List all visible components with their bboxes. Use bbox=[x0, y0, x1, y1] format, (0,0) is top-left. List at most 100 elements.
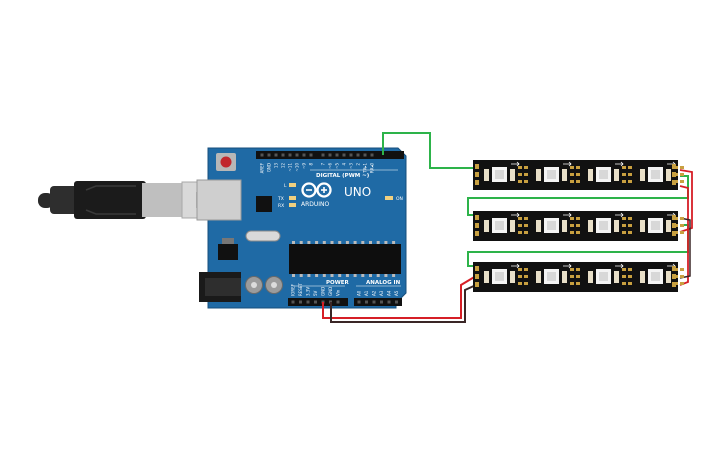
digital-pin-label: 13 bbox=[274, 163, 279, 169]
crystal-oscillator bbox=[245, 230, 281, 242]
header-hole[interactable] bbox=[380, 300, 383, 304]
header-hole[interactable] bbox=[281, 153, 285, 157]
strip-pad[interactable] bbox=[475, 172, 479, 177]
led-pixel bbox=[484, 161, 528, 183]
analog-pin-label: A1 bbox=[364, 290, 369, 296]
header-hole[interactable] bbox=[260, 153, 264, 157]
reset-button[interactable] bbox=[216, 153, 236, 171]
neopixel-strip[interactable] bbox=[473, 262, 684, 292]
header-hole[interactable] bbox=[370, 153, 374, 157]
chip-pin bbox=[392, 274, 396, 277]
strip-pad[interactable] bbox=[672, 164, 676, 169]
strip-pad[interactable] bbox=[475, 180, 479, 185]
analog-pin-label: A0 bbox=[357, 290, 362, 296]
strip-pad[interactable] bbox=[672, 180, 676, 185]
analog-header-label: ANALOG IN bbox=[366, 280, 401, 286]
header-hole[interactable] bbox=[288, 153, 292, 157]
header-hole[interactable] bbox=[314, 300, 317, 304]
ground-wire[interactable] bbox=[330, 284, 477, 323]
analog-pin-label: A2 bbox=[372, 290, 377, 296]
chip-pin bbox=[384, 274, 388, 277]
strip-pad[interactable] bbox=[475, 215, 479, 220]
digital-pin-label: RX◂0 bbox=[370, 163, 375, 174]
l-led-label: L bbox=[284, 183, 287, 189]
chain-data-wire-2[interactable] bbox=[467, 224, 689, 267]
digital-pin-label: 4 bbox=[342, 163, 347, 166]
strip-pad[interactable] bbox=[475, 266, 479, 271]
chip-pin bbox=[376, 274, 380, 277]
header-hole[interactable] bbox=[309, 153, 313, 157]
header-hole[interactable] bbox=[336, 300, 340, 304]
analog-header[interactable] bbox=[354, 298, 402, 306]
power-pin-label: 3.3V bbox=[306, 287, 311, 296]
chip-pin bbox=[330, 241, 334, 244]
digital-header[interactable] bbox=[256, 151, 404, 159]
led-pixel bbox=[484, 263, 528, 285]
header-hole[interactable] bbox=[357, 300, 361, 304]
chain-data-wire-1[interactable] bbox=[467, 175, 689, 216]
chip-pin bbox=[353, 274, 357, 277]
chip-pin bbox=[376, 241, 380, 244]
header-hole[interactable] bbox=[342, 153, 346, 157]
wires bbox=[322, 132, 693, 323]
chip-pin bbox=[392, 241, 396, 244]
header-hole[interactable] bbox=[306, 300, 310, 304]
header-hole[interactable] bbox=[387, 300, 391, 304]
header-hole[interactable] bbox=[274, 153, 278, 157]
power-jack bbox=[199, 272, 241, 302]
power-pin-label: IOREF bbox=[291, 283, 296, 296]
header-hole[interactable] bbox=[335, 153, 339, 157]
header-hole[interactable] bbox=[302, 153, 306, 157]
digital-pin-label: 8 bbox=[309, 163, 314, 166]
neopixel-strip[interactable] bbox=[473, 160, 684, 190]
strip-pad[interactable] bbox=[672, 231, 676, 236]
header-hole[interactable] bbox=[295, 153, 299, 157]
led-pixel bbox=[484, 212, 528, 234]
strip-pad[interactable] bbox=[475, 282, 479, 287]
led-pixel bbox=[588, 212, 632, 234]
strip-pad[interactable] bbox=[475, 223, 479, 228]
led-pixel bbox=[536, 212, 580, 234]
header-hole[interactable] bbox=[328, 153, 332, 157]
digital-pin-label: AREF bbox=[260, 162, 265, 173]
power-header[interactable] bbox=[288, 298, 348, 306]
strip-pad[interactable] bbox=[475, 231, 479, 236]
chain-power-wire-1[interactable] bbox=[679, 169, 693, 233]
digital-pin-label: ~3 bbox=[349, 163, 354, 169]
header-hole[interactable] bbox=[349, 153, 353, 157]
header-hole[interactable] bbox=[299, 300, 302, 304]
chain-ground-wire-1[interactable] bbox=[679, 217, 691, 279]
strip-pad[interactable] bbox=[672, 266, 676, 271]
chip-pin bbox=[330, 274, 334, 277]
data-wire[interactable] bbox=[382, 132, 478, 169]
chip-pin bbox=[292, 274, 295, 277]
capacitor-2 bbox=[265, 276, 283, 294]
header-hole[interactable] bbox=[267, 153, 271, 157]
strip-pad[interactable] bbox=[475, 274, 479, 279]
strip-pad[interactable] bbox=[672, 215, 676, 220]
header-hole[interactable] bbox=[365, 300, 368, 304]
header-hole[interactable] bbox=[356, 153, 360, 157]
header-hole[interactable] bbox=[395, 300, 398, 304]
header-hole[interactable] bbox=[363, 153, 367, 157]
header-hole[interactable] bbox=[321, 153, 325, 157]
strip-pad[interactable] bbox=[672, 172, 676, 177]
strip-pad[interactable] bbox=[672, 223, 676, 228]
strip-pad[interactable] bbox=[672, 274, 676, 279]
analog-pin-label: A5 bbox=[394, 290, 399, 296]
header-hole[interactable] bbox=[291, 300, 295, 304]
strip-pad[interactable] bbox=[672, 282, 676, 287]
status-leds: L TX RX bbox=[277, 183, 296, 209]
chip-pin bbox=[353, 241, 357, 244]
strip-pad[interactable] bbox=[475, 164, 479, 169]
chip-pin bbox=[292, 241, 295, 244]
power-wire-5v[interactable] bbox=[322, 275, 477, 319]
led-pixel bbox=[588, 161, 632, 183]
neopixel-strip[interactable] bbox=[473, 211, 684, 241]
power-pin-label: GND bbox=[321, 287, 326, 296]
header-hole[interactable] bbox=[372, 300, 376, 304]
usb-jack bbox=[196, 179, 242, 221]
